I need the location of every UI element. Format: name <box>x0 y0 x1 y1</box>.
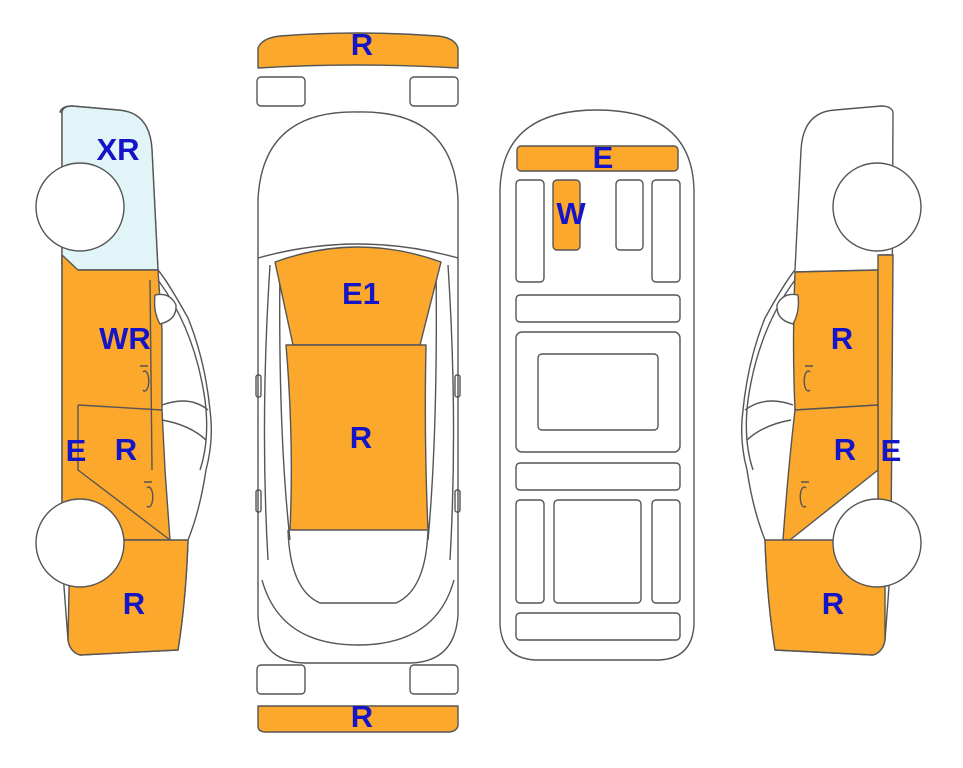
right-door-label: R <box>834 432 856 467</box>
right-mirror <box>776 293 800 325</box>
interior-view <box>499 109 695 661</box>
right-sill-label: E <box>881 433 902 468</box>
right-sill-panel <box>877 254 894 541</box>
interior-front-label: E <box>593 140 614 175</box>
left-mirror <box>153 293 177 325</box>
rear-seat-frame <box>515 331 681 453</box>
rear-right-light <box>409 664 459 695</box>
left-fender-door-panel <box>61 254 171 541</box>
left-sill-label: E <box>66 433 87 468</box>
right-front-door-handle <box>803 365 813 392</box>
hood-panel <box>274 246 442 346</box>
left-rear-door-handle <box>144 481 154 508</box>
left-fender-label: WR <box>99 321 151 356</box>
interior-outline <box>499 109 695 661</box>
right-side-view <box>740 105 922 656</box>
left-door-label: R <box>115 432 137 467</box>
front-left-light <box>256 76 306 107</box>
rear-bumper-label: R <box>351 699 373 734</box>
rear-bumper-panel <box>257 705 459 733</box>
right-rear-door-handle <box>799 481 809 508</box>
console-panel <box>552 179 581 251</box>
right-seat-area <box>651 179 681 283</box>
top-view <box>255 32 461 733</box>
roof-label: R <box>350 420 372 455</box>
right-quarter-label: R <box>822 586 844 621</box>
left-front-door-handle <box>140 365 150 392</box>
right-front-wheel <box>832 162 922 252</box>
dashboard-panel <box>516 145 679 172</box>
left-seat-area <box>515 179 545 283</box>
trunk-area <box>515 612 681 641</box>
front-right-light <box>409 76 459 107</box>
right-rear-wheel <box>832 498 922 588</box>
left-front-wheel <box>35 162 125 252</box>
hood-label: E1 <box>342 276 380 311</box>
left-side-view <box>35 105 213 656</box>
rear-left-light <box>256 664 306 695</box>
front-bumper-panel <box>257 32 459 69</box>
console-right <box>615 179 644 251</box>
interior-console-label: W <box>556 196 586 231</box>
top-body-outline <box>257 111 459 664</box>
left-rear-wheel <box>35 498 125 588</box>
left-windshield-label: XR <box>96 132 139 167</box>
left-quarter-label: R <box>123 586 145 621</box>
right-front-label: R <box>831 321 853 356</box>
front-bumper-label: R <box>351 27 373 62</box>
